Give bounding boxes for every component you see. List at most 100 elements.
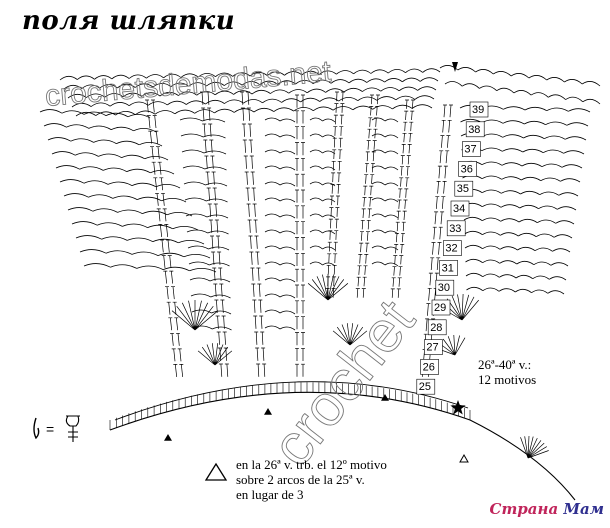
- legend: =: [28, 408, 88, 448]
- inner-chain-arc: [309, 149, 336, 155]
- inner-chain-arc: [264, 133, 296, 139]
- row-number-label: 25: [419, 381, 431, 393]
- row-number-label: 36: [461, 163, 473, 175]
- right-chain-row: [463, 202, 577, 211]
- site-logo: Страна Мам: [490, 500, 605, 518]
- inner-chain-arc: [264, 229, 296, 235]
- inner-chain-arc: [264, 261, 296, 267]
- inner-chain-arc: [264, 197, 296, 203]
- inner-chain-arc: [264, 325, 296, 331]
- right-chain-row: [465, 272, 567, 281]
- inner-chain-arc: [191, 309, 232, 315]
- inner-chain-arc: [264, 165, 296, 171]
- stitch-symbol-icon: =: [33, 415, 80, 442]
- shell-fan: [520, 435, 549, 459]
- row-number-box: [469, 101, 489, 118]
- inner-chain-arc: [309, 213, 336, 219]
- inner-chain-arc: [309, 229, 336, 235]
- row-number-box: [416, 378, 436, 395]
- row-number-box: [427, 319, 447, 336]
- stitch-column: [240, 91, 267, 377]
- row-number-box: [446, 220, 466, 237]
- triangle-marker-icon: [164, 434, 172, 441]
- row-number-label: 30: [438, 282, 450, 294]
- triangle-icon: [204, 462, 228, 481]
- brim-base-arc: [109, 391, 576, 501]
- inner-chain-arc: [371, 149, 399, 155]
- left-chain-row: [83, 263, 217, 273]
- inner-chain-arc: [309, 133, 336, 139]
- row-number-label: 38: [468, 124, 480, 136]
- row-number-label: 32: [445, 243, 457, 255]
- note-left-line3: en lugar de 3: [236, 487, 304, 502]
- page-title: поля шляпки: [22, 6, 236, 36]
- top-watermark: crochetsdemodas.net: [44, 55, 333, 113]
- left-chain-row: [43, 123, 157, 133]
- inner-chain-arc: [264, 277, 296, 283]
- inner-chain-arc: [371, 165, 399, 171]
- inner-chain-arc: [189, 277, 231, 283]
- shell-fan: [197, 343, 233, 366]
- left-chain-row: [71, 221, 199, 231]
- stitch-column: [325, 91, 345, 298]
- inner-chain-arc: [186, 229, 229, 235]
- outer-scallop-row: [444, 81, 601, 105]
- row-number-label: 28: [430, 322, 442, 334]
- left-chain-row: [75, 235, 205, 245]
- inner-chain-arc: [309, 197, 336, 203]
- shell-fan: [439, 293, 479, 321]
- row-number-label: 35: [457, 183, 469, 195]
- left-chain-row: [67, 207, 193, 217]
- row-number-box: [465, 121, 485, 138]
- row-number-label: 31: [442, 262, 454, 274]
- left-chain-row: [39, 109, 151, 119]
- triangle-note: en la 26ª v. trb. el 12º motivo sobre 2 …: [236, 457, 466, 502]
- brim-inner-arc: [114, 381, 469, 421]
- inner-chain-arc: [187, 245, 230, 251]
- row-number-label: 37: [464, 144, 476, 156]
- outer-scallop-row: [71, 95, 435, 108]
- right-chain-row: [463, 216, 575, 225]
- inner-chain-arc: [264, 181, 296, 187]
- row-number-box: [435, 279, 455, 296]
- note-left-line1: en la 26ª v. trb. el 12º motivo: [236, 457, 387, 472]
- inner-chain-arc: [190, 293, 231, 299]
- logo-part1: Страна: [489, 500, 559, 518]
- right-chain-row: [461, 160, 583, 169]
- right-chain-row: [460, 118, 589, 127]
- row-number-box: [439, 260, 458, 276]
- logo-part2: Мам: [563, 500, 604, 518]
- inner-chain-arc: [371, 245, 399, 251]
- stitch-column: [200, 91, 229, 377]
- motif-count-note: 26ª-40ª v.: 12 motivos: [478, 357, 578, 387]
- row-number-box: [424, 339, 443, 355]
- row-number-label: 27: [426, 342, 438, 354]
- row-number-label: 29: [434, 302, 446, 314]
- inner-chain-arc: [371, 197, 399, 203]
- inner-chain-arc: [184, 197, 228, 203]
- inner-chain-arc: [264, 293, 296, 299]
- shell-fan: [436, 334, 466, 356]
- right-chain-row: [466, 286, 565, 295]
- right-chain-row: [464, 230, 573, 239]
- right-chain-row: [462, 188, 579, 197]
- right-chain-row: [465, 258, 569, 267]
- inner-chain-arc: [371, 229, 399, 235]
- base-stitch-ticks: [109, 382, 471, 430]
- note-left-line2: sobre 2 arcos de la 25ª v.: [236, 472, 365, 487]
- inner-chain-arc: [264, 149, 296, 155]
- chart-markers: [164, 62, 469, 463]
- row-number-box: [450, 200, 470, 217]
- inner-chain-arc: [309, 261, 336, 267]
- inner-chain-arc: [309, 165, 336, 171]
- row-number-label: 33: [449, 223, 461, 235]
- note-right-line2: 12 motivos: [478, 372, 537, 387]
- chart-strokes: [39, 65, 601, 501]
- outer-scallop-row: [63, 77, 439, 90]
- outer-scallop-row: [75, 104, 433, 117]
- inner-chain-arc: [371, 181, 399, 187]
- stitch-column: [355, 94, 380, 298]
